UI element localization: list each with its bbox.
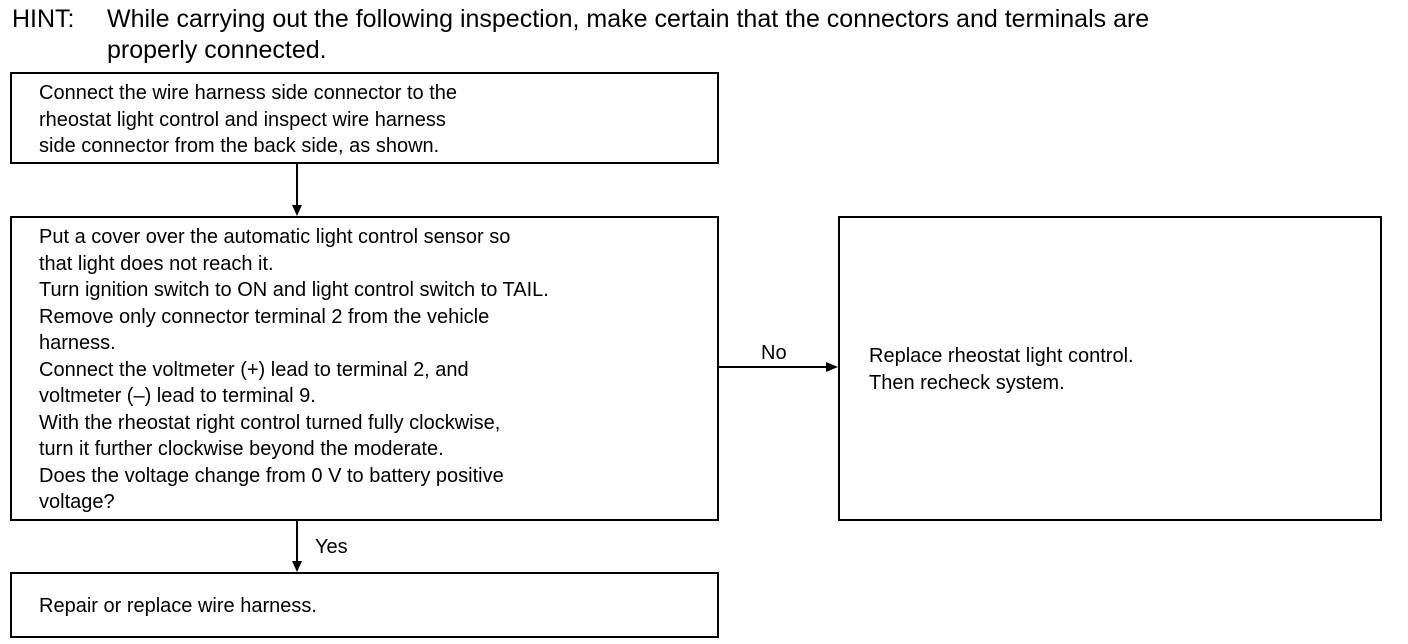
step-line: voltage? xyxy=(39,491,115,513)
voltage-check-step-text: Put a cover over the automatic light con… xyxy=(39,224,549,516)
connector-line-yes-branch xyxy=(296,521,298,562)
replace-rheostat-result-box: Replace rheostat light control. Then rec… xyxy=(838,216,1382,521)
step-line: voltmeter (–) lead to terminal 9. xyxy=(39,385,316,407)
result-line: Then recheck system. xyxy=(869,371,1065,394)
voltage-check-step-box: Put a cover over the automatic light con… xyxy=(10,216,719,521)
step-line: Turn ignition switch to ON and light con… xyxy=(39,279,549,301)
step-line: With the rheostat right control turned f… xyxy=(39,411,501,434)
repair-harness-result-text: Repair or replace wire harness. xyxy=(39,593,317,620)
hint-label: HINT: xyxy=(12,5,75,33)
arrow-down-icon xyxy=(292,561,302,572)
step-line: Put a cover over the automatic light con… xyxy=(39,226,511,248)
connect-harness-step-box: Connect the wire harness side connector … xyxy=(10,72,719,164)
yes-branch-label: Yes xyxy=(315,536,348,558)
step-line: turn it further clockwise beyond the mod… xyxy=(39,438,444,460)
result-line: Repair or replace wire harness. xyxy=(39,595,317,617)
connector-line-no-branch xyxy=(719,366,827,368)
connect-harness-step-text: Connect the wire harness side connector … xyxy=(39,80,457,160)
step-line: that light does not reach it. xyxy=(39,252,274,275)
hint-line-1: HINT: While carrying out the following in… xyxy=(12,4,1149,35)
step-line: Remove only connector terminal 2 from th… xyxy=(39,305,490,328)
replace-rheostat-result-text: Replace rheostat light control. Then rec… xyxy=(869,343,1134,396)
step-line: harness. xyxy=(39,332,116,354)
step-line: Does the voltage change from 0 V to batt… xyxy=(39,464,504,487)
step-line: Connect the voltmeter (+) lead to termin… xyxy=(39,358,469,381)
repair-harness-result-box: Repair or replace wire harness. xyxy=(10,572,719,638)
step-line: side connector from the back side, as sh… xyxy=(39,135,440,157)
no-branch-label: No xyxy=(761,342,787,364)
hint-text-2: properly connected. xyxy=(107,36,327,64)
step-line: Connect the wire harness side connector … xyxy=(39,82,458,104)
result-line: Replace rheostat light control. xyxy=(869,345,1134,367)
step-line: rheostat light control and inspect wire … xyxy=(39,108,446,131)
hint-text-1: While carrying out the following inspect… xyxy=(107,5,1150,33)
arrow-down-icon xyxy=(292,205,302,216)
hint-note: HINT: While carrying out the following in… xyxy=(12,4,1149,66)
arrow-right-icon xyxy=(826,362,838,372)
connector-line-step1-to-step2 xyxy=(296,164,298,206)
